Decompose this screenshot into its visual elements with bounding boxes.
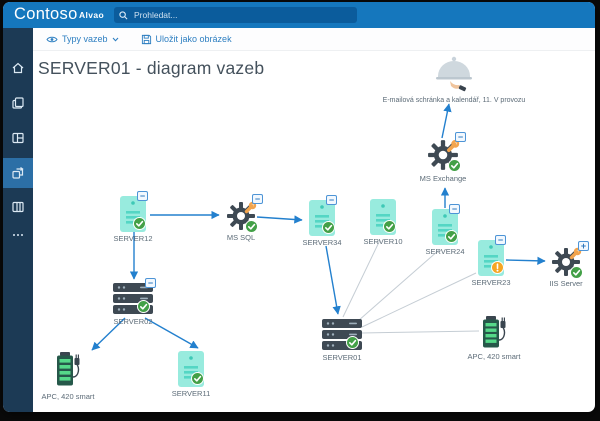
service-gear-icon	[552, 247, 582, 276]
copy-pages-icon	[12, 97, 24, 109]
app-window: Contoso Alvao	[3, 2, 595, 412]
node-label: SERVER24	[425, 247, 465, 256]
collapse-button[interactable]: −	[137, 191, 148, 201]
diagram-node-apc-right[interactable]: APC, 420 smart	[468, 316, 520, 361]
service-gear-icon	[227, 201, 257, 230]
edge-server01-apc-right	[361, 330, 480, 334]
plug-icon	[74, 358, 80, 365]
service-cloche-icon	[436, 56, 472, 92]
node-label: E-mailová schránka a kalendář, 11. V pro…	[382, 97, 526, 104]
node-label: MS Exchange	[419, 174, 467, 183]
search-input[interactable]	[132, 9, 352, 21]
diagram-node-ms-sql[interactable]: − MS SQL	[226, 194, 263, 242]
service-gear-icon	[428, 139, 460, 170]
collapse-button[interactable]: −	[326, 195, 337, 205]
status-ok-icon	[346, 336, 359, 349]
sidebar-item-board[interactable]	[3, 123, 33, 153]
collapse-button[interactable]: −	[449, 204, 460, 214]
edge-server01-server23	[361, 272, 477, 328]
diagram-node-server23[interactable]: − SERVER23	[471, 235, 511, 287]
plug-cable	[498, 326, 506, 341]
node-label: IIS Server	[549, 279, 583, 288]
diagram-node-server02[interactable]: − SERVER02	[113, 278, 156, 326]
relation-types-label: Typy vazeb	[62, 34, 108, 44]
status-ok-icon	[191, 372, 204, 385]
ups-battery-icon	[57, 352, 80, 386]
diagram-node-server34[interactable]: − SERVER34	[302, 195, 342, 247]
node-label: SERVER02	[113, 317, 153, 326]
edge-server01-server10	[342, 239, 381, 318]
eye-icon	[46, 36, 58, 42]
collapse-button[interactable]: −	[455, 132, 466, 142]
sidebar-item-journal[interactable]	[3, 192, 33, 222]
edge-server02-server11	[144, 317, 199, 349]
status-warning-icon	[491, 261, 504, 274]
sidebar-item-home[interactable]	[3, 53, 33, 83]
diagram-node-server01[interactable]: SERVER01	[322, 319, 362, 362]
collapse-button[interactable]: −	[252, 194, 263, 204]
diagram-node-server11[interactable]: SERVER11	[172, 351, 210, 398]
diagram-icon	[12, 167, 24, 179]
collapse-button[interactable]: −	[495, 235, 506, 245]
sidebar-item-objects[interactable]	[3, 88, 33, 118]
edge-mssql-server34	[256, 215, 303, 224]
search-box[interactable]	[114, 7, 357, 23]
brand-logo: Contoso	[14, 5, 78, 23]
board-icon	[12, 132, 24, 144]
diagram-node-server10[interactable]: SERVER10	[363, 199, 403, 246]
product-name: Alvao	[79, 10, 105, 20]
node-label: SERVER23	[471, 278, 511, 287]
ups-battery-icon	[483, 316, 506, 348]
more-icon	[13, 234, 23, 236]
plug-cable	[72, 363, 80, 378]
save-as-image-label: Uložit jako obrázek	[155, 34, 232, 44]
chevron-down-icon	[112, 37, 118, 42]
expand-button[interactable]: +	[578, 241, 589, 251]
top-bar: Contoso Alvao	[3, 2, 595, 28]
node-label: SERVER10	[363, 237, 403, 246]
node-label: SERVER12	[113, 234, 153, 243]
sidebar-item-diagrams[interactable]	[3, 158, 33, 188]
node-label: SERVER01	[322, 353, 362, 362]
diagram-node-iis-server[interactable]: + IIS Server	[549, 241, 589, 288]
edge-server34-server01	[325, 245, 341, 315]
collapse-button[interactable]: −	[145, 278, 156, 288]
edge-server23-iis	[505, 256, 546, 266]
status-ok-icon	[383, 220, 396, 233]
status-ok-icon	[570, 266, 583, 279]
save-icon	[141, 34, 151, 44]
relation-types-button[interactable]: Typy vazeb	[46, 34, 119, 44]
edge-server01-server24	[357, 249, 440, 322]
diagram-node-apc-left[interactable]: APC, 420 smart	[42, 352, 94, 401]
edge-msexchange-email	[441, 103, 452, 139]
status-ok-icon	[137, 300, 150, 313]
home-icon	[12, 62, 24, 74]
status-ok-icon	[445, 230, 458, 243]
diagram-node-ms-exchange[interactable]: − MS Exchange	[420, 132, 466, 183]
node-label: APC, 420 smart	[467, 352, 521, 361]
search-icon	[119, 10, 128, 19]
sidebar	[3, 28, 33, 412]
node-label: SERVER34	[302, 238, 342, 247]
node-label: APC, 420 smart	[41, 392, 95, 401]
status-ok-icon	[322, 221, 335, 234]
diagram-toolbar: Typy vazeb Uložit jako obrázek	[33, 28, 595, 51]
plug-icon	[500, 321, 506, 328]
save-as-image-button[interactable]: Uložit jako obrázek	[141, 34, 232, 45]
node-label: MS SQL	[226, 233, 256, 242]
sidebar-item-more[interactable]	[3, 220, 33, 250]
node-label: SERVER11	[171, 389, 211, 398]
status-ok-icon	[448, 159, 461, 172]
diagram-node-server12[interactable]: − SERVER12	[113, 191, 153, 243]
status-ok-icon	[245, 220, 258, 233]
diagram-node-email-service[interactable]: E-mailová schránka a kalendář, 11. V pro…	[383, 54, 525, 104]
page-title: SERVER01 - diagram vazeb	[38, 58, 265, 78]
status-ok-icon	[133, 217, 146, 230]
book-icon	[12, 201, 24, 213]
diagram-node-server24[interactable]: − SERVER24	[425, 204, 465, 256]
